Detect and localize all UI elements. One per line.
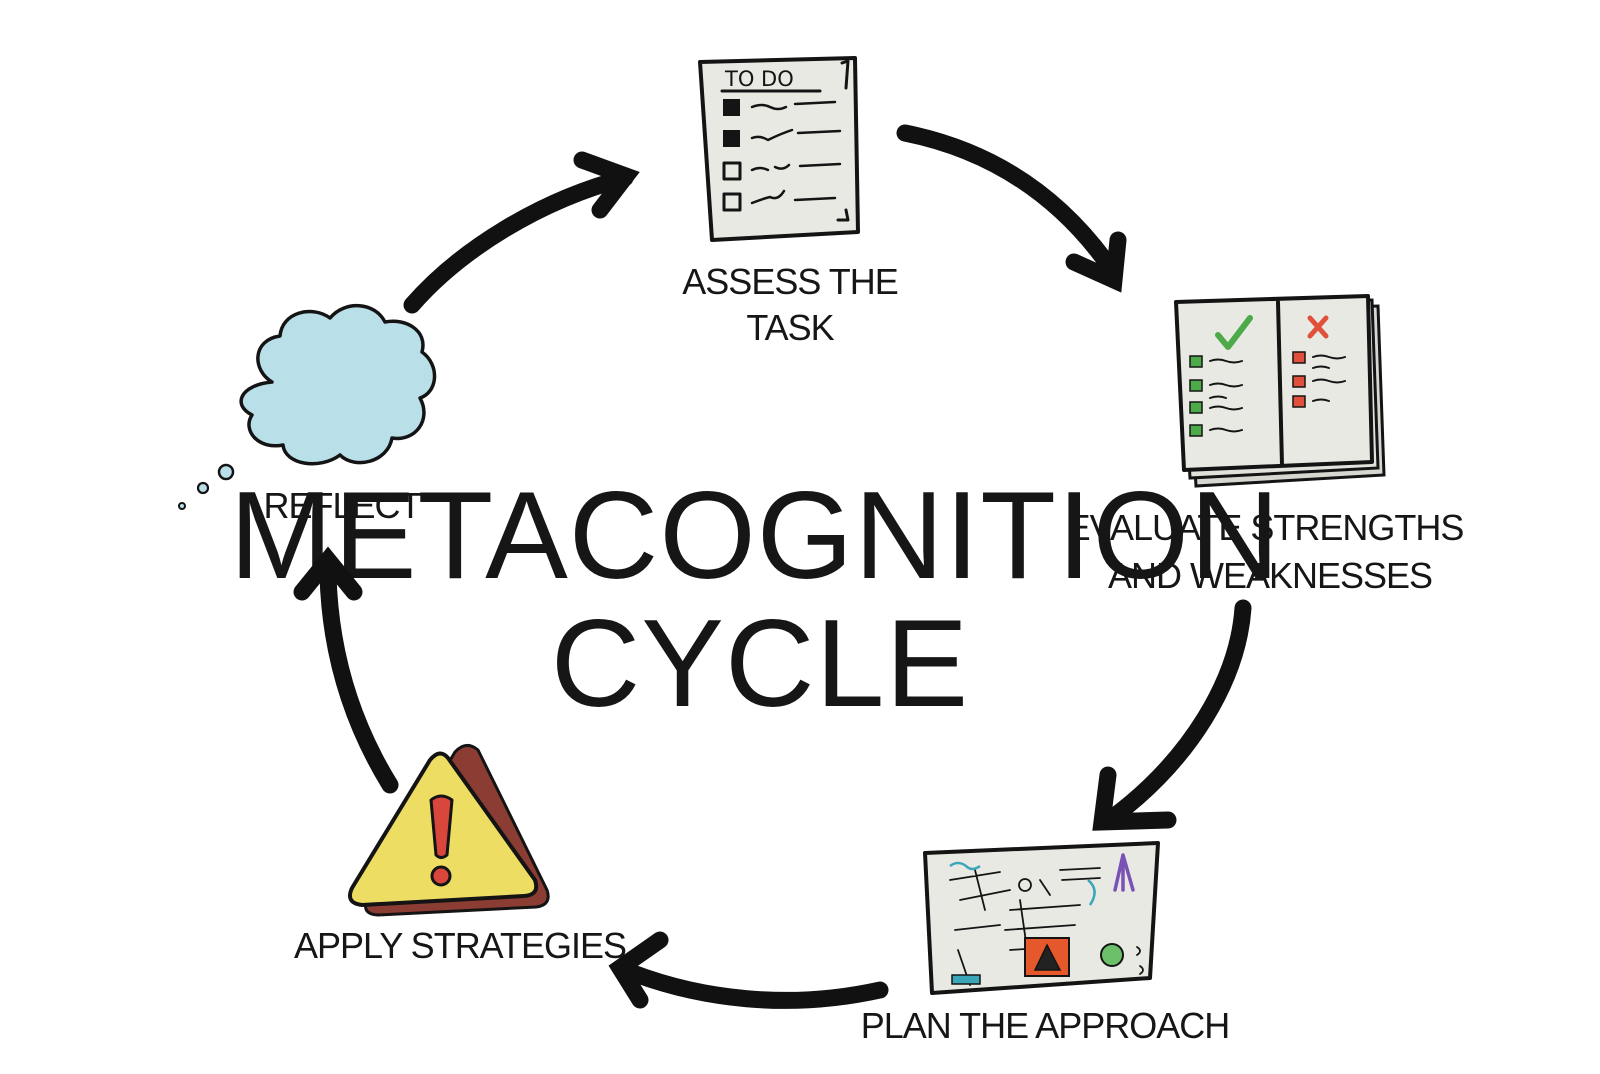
pros-cons-book-icon (1174, 294, 1386, 488)
thought-cloud-icon (178, 303, 437, 510)
arrow-assess-to-evaluate (896, 124, 1127, 293)
arrow-reflect-to-assess (403, 151, 640, 314)
step-reflect-label: REFLECT (263, 485, 421, 526)
diagram-title: METACOGNITION CYCLE (230, 467, 1281, 733)
step-assess-label-line-2: TASK (746, 307, 834, 348)
step-plan-label: PLAN THE APPROACH (861, 1005, 1229, 1046)
step-assess: TO DO ASSESS THE TASK (682, 56, 899, 348)
plan-map-icon (923, 841, 1160, 995)
step-assess-label-line-1: ASSESS THE (682, 261, 897, 302)
arrow-plan-to-apply (608, 931, 889, 1009)
arrow-apply-to-reflect (293, 546, 399, 794)
arrow-evaluate-to-plan (1092, 599, 1252, 831)
step-evaluate: EVALUATE STRENGTHS AND WEAKNESSES (1067, 294, 1464, 596)
step-evaluate-label-line-2: AND WEAKNESSES (1108, 555, 1432, 596)
todo-heading: TO DO (724, 67, 794, 91)
step-reflect: REFLECT (178, 303, 437, 526)
step-evaluate-label-line-1: EVALUATE STRENGTHS (1067, 507, 1464, 548)
step-plan: PLAN THE APPROACH (861, 841, 1230, 1046)
step-apply-label: APPLY STRATEGIES (294, 925, 626, 966)
warning-sign-icon (348, 744, 550, 917)
title-line-1: METACOGNITION (230, 467, 1281, 605)
step-apply: APPLY STRATEGIES (294, 744, 627, 966)
title-line-2: CYCLE (551, 595, 969, 733)
cycle-arrows (293, 124, 1252, 1009)
todo-list-icon: TO DO (698, 56, 860, 242)
